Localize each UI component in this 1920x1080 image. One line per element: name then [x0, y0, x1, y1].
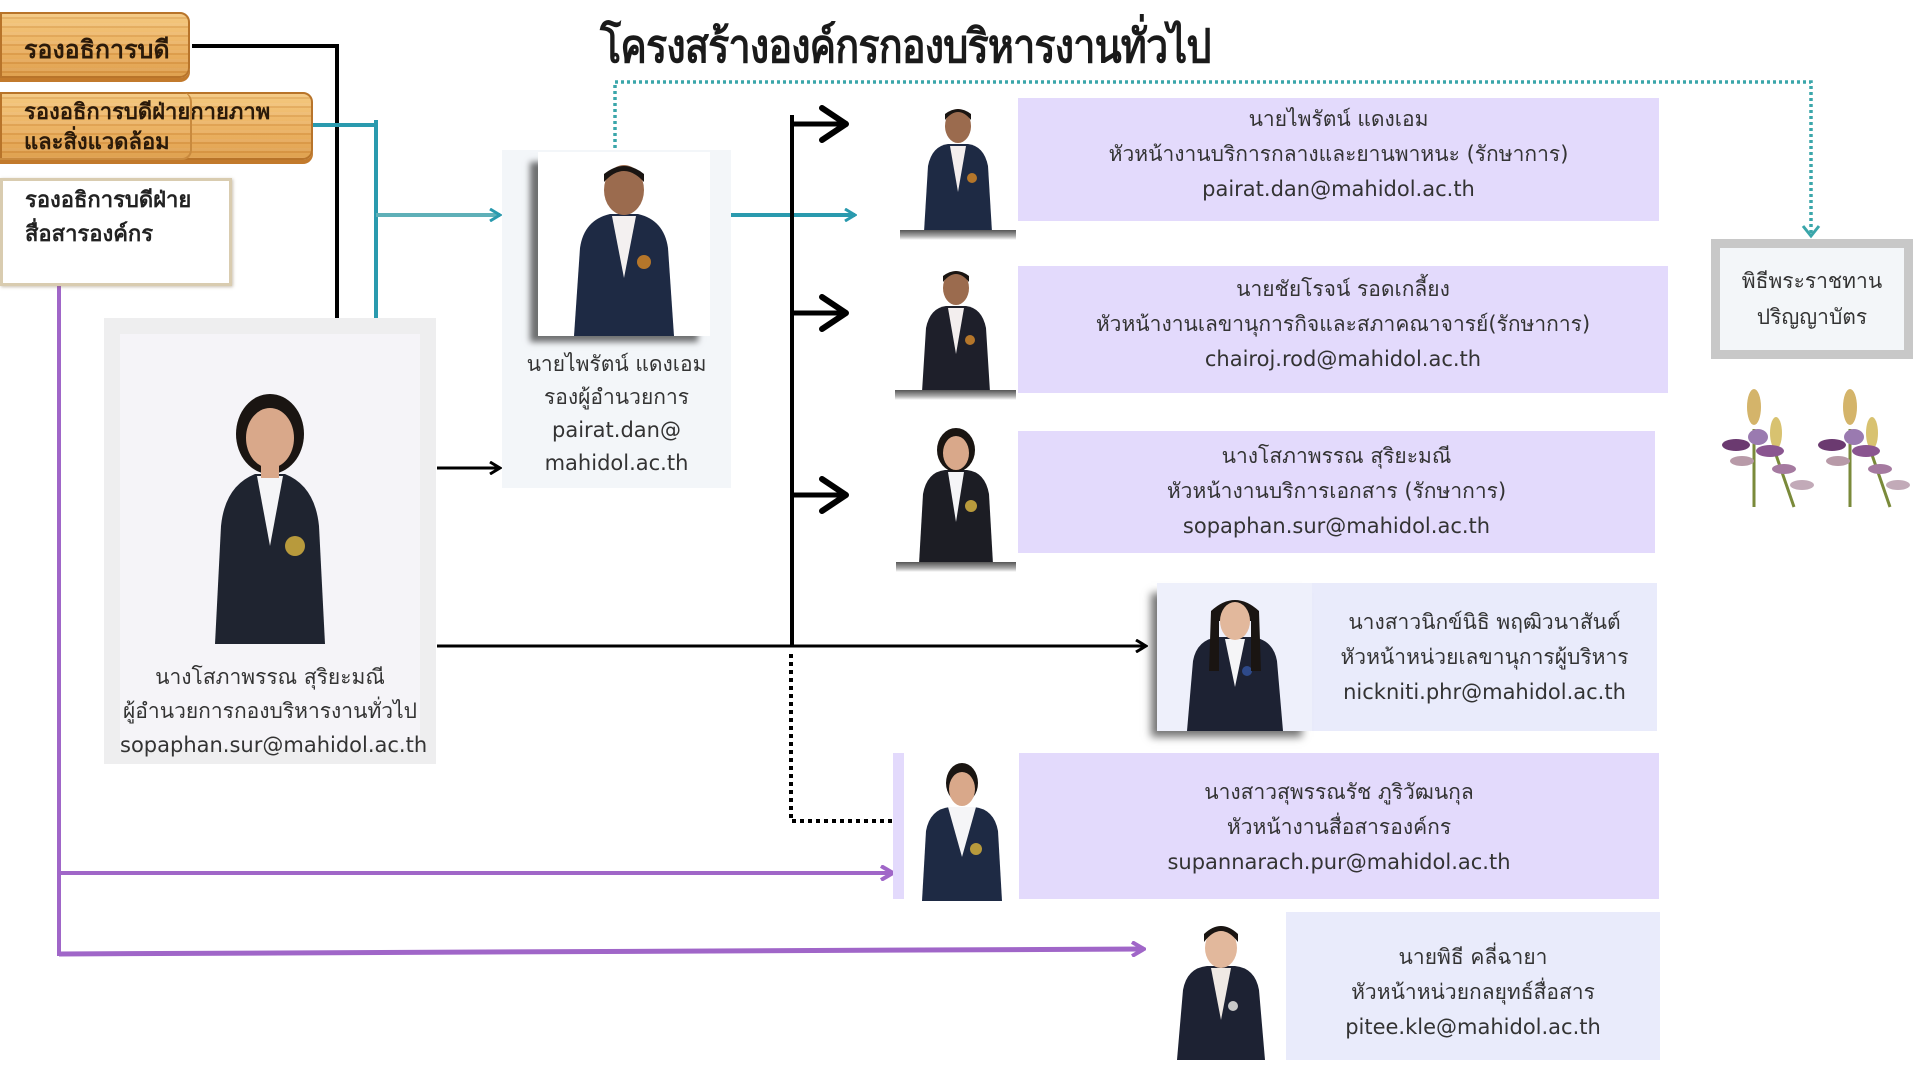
exec-label-line2: สื่อสารองค์กร [25, 222, 154, 247]
deputy-info: นายไพรัตน์ แดงเอม รองผู้อำนวยการ pairat.… [502, 348, 731, 480]
director-email[interactable]: sopaphan.sur@mahidol.ac.th [120, 733, 428, 757]
deputy-photo [538, 152, 710, 336]
exec-label-line1: รองอธิการบดีฝ่ายกายภาพ [24, 100, 271, 125]
director-card: นางโสภาพรรณ สุริยะมณี ผู้อำนวยการกองบริห… [104, 318, 436, 764]
staff-name: นายชัยโรจน์ รอดเกลี้ยง [1236, 277, 1450, 301]
deputy-email-line1[interactable]: pairat.dan@ [552, 418, 681, 442]
staff-position: หัวหน้างานบริการกลางและยานพาหนะ (รักษากา… [1108, 142, 1569, 166]
staff-email[interactable]: chairoj.rod@mahidol.ac.th [1204, 347, 1482, 371]
director-card-inner: นางโสภาพรรณ สุริยะมณี ผู้อำนวยการกองบริห… [120, 334, 427, 757]
flower-icon [1722, 389, 1814, 508]
staff-position: หัวหน้างานบริการเอกสาร (รักษาการ) [1166, 479, 1507, 503]
photo-shadow [895, 390, 1016, 400]
director-photo [215, 394, 325, 644]
staff-name: นางโสภาพรรณ สุริยะมณี [1221, 444, 1452, 468]
exec-vp-physical: รองอธิการบดีฝ่ายกายภาพ และสิ่งแวดล้อม [0, 92, 313, 160]
staff-photo [1156, 912, 1286, 1060]
staff-photo [900, 104, 1016, 240]
deputy-email-line2[interactable]: mahidol.ac.th [544, 451, 689, 475]
ceremony-line1: พิธีพระราชทาน [1741, 269, 1883, 293]
staff-card-strategy: นายพิธี คลี่ฉายา หัวหน้าหน่วยกลยุทธ์สื่อ… [1156, 912, 1660, 1060]
staff-position: หัวหน้างานเลขานุการกิจและสภาคณาจารย์(รัก… [1095, 312, 1591, 336]
staff-photo [1157, 583, 1312, 731]
exec-vp-communication: รองอธิการบดีฝ่าย สื่อสารองค์กร [0, 178, 232, 286]
staff-card: นายชัยโรจน์ รอดเกลี้ยง หัวหน้างานเลขานุก… [1018, 266, 1668, 393]
staff-card: นายไพรัตน์ แดงเอม หัวหน้างานบริการกลางแล… [1018, 98, 1659, 221]
photo-shadow [900, 230, 1016, 240]
exec-label: รองอธิการบดี [24, 35, 170, 64]
exec-vice-president: รองอธิการบดี [0, 12, 190, 78]
staff-card-exec-secretary: นางสาวนิกข์นิธิ พฤฒิวนาสันต์ หัวหน้าหน่ว… [1157, 583, 1657, 731]
staff-email[interactable]: supannarach.pur@mahidol.ac.th [1167, 850, 1511, 874]
staff-name: นายพิธี คลี่ฉายา [1398, 945, 1548, 969]
staff-position: หัวหน้าหน่วยเลขานุการผู้บริหาร [1340, 645, 1629, 669]
staff-photo [904, 753, 1019, 901]
director-position: ผู้อำนวยการกองบริหารงานทั่วไป [123, 699, 417, 723]
staff-email[interactable]: sopaphan.sur@mahidol.ac.th [1182, 514, 1491, 538]
deputy-position: รองผู้อำนวยการ [543, 385, 690, 409]
staff-email[interactable]: nickniti.phr@mahidol.ac.th [1343, 680, 1626, 704]
deputy-name: นายไพรัตน์ แดงเอม [526, 352, 707, 376]
staff-card: นางโสภาพรรณ สุริยะมณี หัวหน้างานบริการเอ… [1018, 431, 1655, 553]
exec-label-line2: และสิ่งแวดล้อม [24, 130, 170, 155]
staff-position: หัวหน้างานสื่อสารองค์กร [1226, 815, 1452, 839]
flower-icon [1818, 389, 1910, 508]
staff-photo [896, 418, 1016, 572]
director-name: นางโสภาพรรณ สุริยะมณี [155, 665, 385, 689]
photo-shadow [896, 562, 1016, 572]
staff-email[interactable]: pitee.kle@mahidol.ac.th [1345, 1015, 1601, 1039]
photo-shadow [1156, 912, 1286, 920]
dotted-line-to-communication [789, 654, 900, 823]
arrow-purple-to-strategy [58, 949, 1144, 954]
staff-name: นางสาวนิกข์นิธิ พฤฒิวนาสันต์ [1348, 610, 1621, 634]
deputy-card: นายไพรัตน์ แดงเอม รองผู้อำนวยการ pairat.… [502, 150, 731, 488]
staff-position: หัวหน้าหน่วยกลยุทธ์สื่อสาร [1351, 980, 1595, 1004]
director-info: นางโสภาพรรณ สุริยะมณี ผู้อำนวยการกองบริห… [120, 660, 428, 762]
staff-email[interactable]: pairat.dan@mahidol.ac.th [1202, 177, 1475, 201]
staff-photo [895, 266, 1016, 400]
page-title: โครงสร้างองค์กรกองบริหารงานทั่วไป [600, 19, 1212, 73]
ceremony-line2: ปริญญาบัตร [1756, 305, 1868, 329]
exec-label-line1: รองอธิการบดีฝ่าย [25, 188, 192, 213]
ceremony-box: พิธีพระราชทาน ปริญญาบัตร [1711, 239, 1913, 359]
staff-name: นางสาวสุพรรณรัช ภูริวัฒนกุล [1204, 780, 1474, 804]
staff-card-communication: นางสาวสุพรรณรัช ภูริวัฒนกุล หัวหน้างานสื… [893, 753, 1659, 901]
staff-name: นายไพรัตน์ แดงเอม [1248, 107, 1429, 131]
flower-decoration-icon [1722, 389, 1910, 508]
